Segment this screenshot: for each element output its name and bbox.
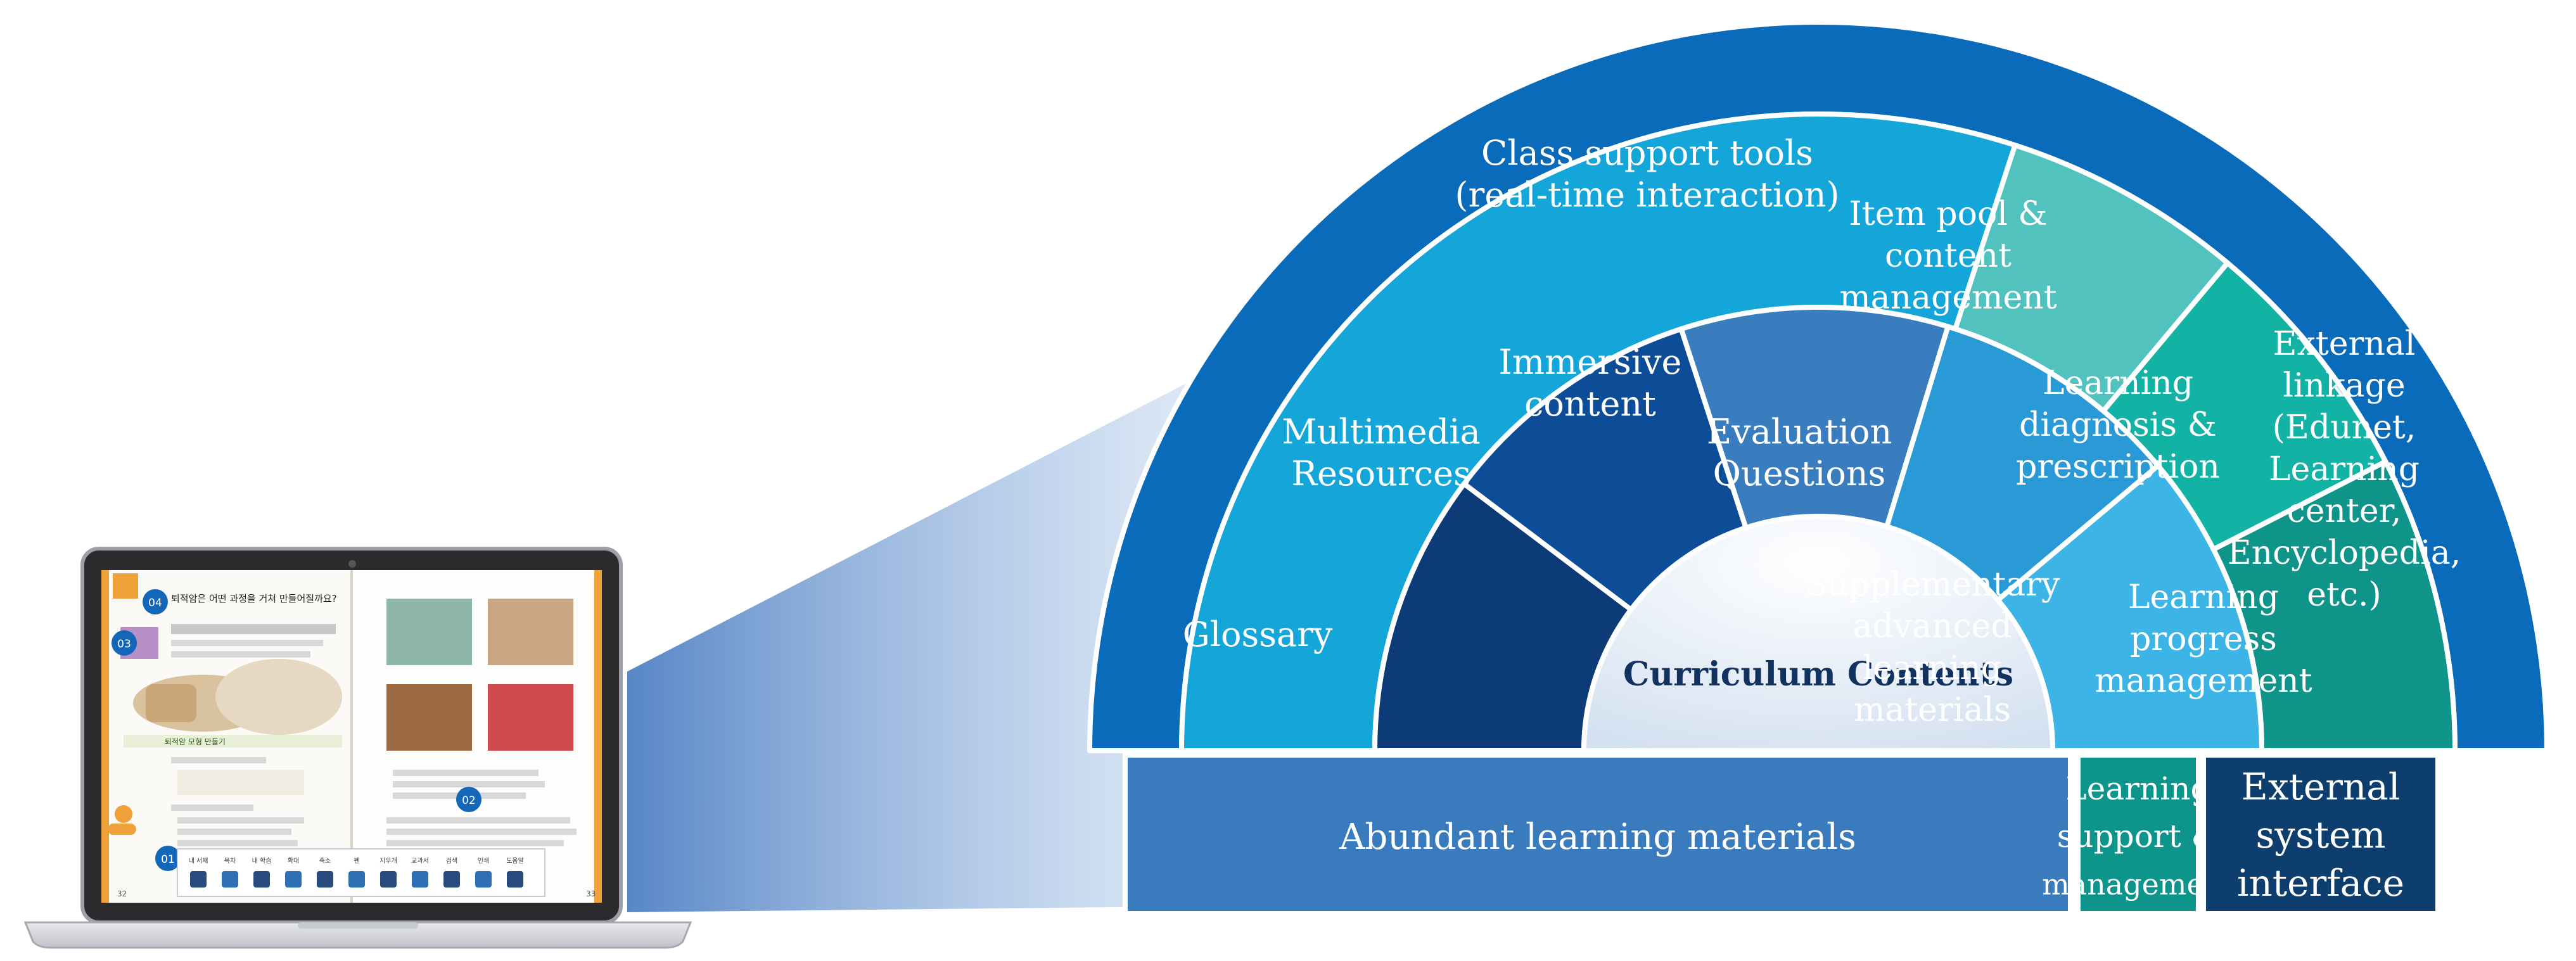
callout-04: 04 [143, 589, 168, 614]
learning-diagnosis-label-line-1: Learning [2043, 364, 2193, 402]
toolbar-icon-5[interactable] [317, 871, 333, 888]
learning-diagnosis-label-line-3: prescription [2016, 448, 2220, 486]
projection-beam [627, 355, 1242, 912]
laptop-base [23, 921, 692, 949]
toolbar-item-label[interactable]: 확대 [288, 857, 299, 865]
curriculum-contents-label: Curriculum Contents [1623, 655, 2013, 694]
curriculum-contents-center [1581, 514, 2056, 753]
learning-support-label-line2: support & [2057, 818, 2219, 855]
external-linkage-label-line-1: External [2273, 325, 2416, 363]
learning-diagnosis-label-line-2: diagnosis & [2019, 406, 2217, 444]
toolbar-item-label[interactable]: 지우개 [379, 857, 397, 865]
item-pool-label-line-1: Item pool & [1849, 195, 2047, 233]
external-system-label-line1: External [2241, 765, 2401, 808]
toolbar-icon-9[interactable] [443, 871, 460, 888]
learning-progress-label-line-3: management [2095, 662, 2312, 700]
supplementary-label-line-2: advanced [1852, 608, 2012, 646]
toolbar-icon-3[interactable] [253, 871, 270, 888]
external-linkage-label-line-6: Encyclopedia, [2228, 534, 2461, 572]
external-linkage-label-line-3: (Edunet, [2273, 409, 2416, 447]
learning-support-label-line1: Learning [2066, 770, 2211, 807]
item-pool-label-line-2: content [1885, 237, 2012, 275]
callout-03: 03 [112, 630, 137, 656]
class-support-label-line-1: Class support tools [1481, 133, 1813, 173]
external-system-label-line3: interface [2237, 862, 2404, 905]
textbook-right-page [386, 599, 577, 846]
evaluation-label-line-2: Questions [1713, 454, 1886, 493]
external-linkage-label-line-2: linkage [2283, 367, 2405, 405]
callout-01: 01 [155, 846, 181, 871]
learning-progress-label-line-1: Learning [2128, 578, 2279, 616]
learning-progress-label-line-2: progress [2130, 620, 2277, 658]
capability-semicircle: Curriculum Contents Glossary MultimediaRes… [1087, 20, 2549, 753]
toolbar-icon-4[interactable] [285, 871, 302, 888]
toolbar-item-label[interactable]: 인쇄 [478, 857, 489, 865]
svg-text:04: 04 [148, 597, 162, 609]
textbook-left-page: 퇴적암은 어떤 과정을 거쳐 만들어질까요? 퇴적암 모형 만들기 [108, 573, 342, 846]
immersive-label-line-1: Immersive [1499, 342, 1682, 382]
glossary-label-line-1: Glossary [1183, 614, 1333, 654]
multimedia-label-line-1: Multimedia [1282, 412, 1481, 452]
laptop: 퇴적암은 어떤 과정을 거쳐 만들어질까요? 퇴적암 모형 만들기 [23, 547, 692, 949]
class-support-label-line-2: (real-time interaction) [1455, 175, 1839, 215]
toolbar-item-label[interactable]: 목차 [224, 857, 236, 865]
page-left-subtitle: 퇴적암 모형 만들기 [165, 737, 226, 746]
external-system-interface-box: External system interface [2201, 753, 2440, 916]
page-number-right: 33 [586, 889, 596, 898]
learning-support-management-box: Learning support & management [2042, 753, 2235, 916]
supplementary-label-line-3: learning [1863, 649, 2002, 687]
evaluation-label-line-1: Evaluation [1707, 412, 1892, 452]
toolbar-icon-6[interactable] [348, 871, 365, 888]
supplementary-label-line-4: materials [1854, 691, 2011, 729]
external-linkage-label-line-4: Learning [2269, 450, 2420, 488]
toolbar-icon-10[interactable] [475, 871, 492, 888]
supplementary-label-line-1: Supplementary [1805, 566, 2060, 604]
immersive-label-line-2: content [1524, 384, 1656, 424]
multimedia-label-line-2: Resources [1291, 454, 1470, 493]
toolbar-icon-2[interactable] [222, 871, 238, 888]
abundant-learning-materials-box: Abundant learning materials [1123, 753, 2073, 916]
page-number-left: 32 [117, 889, 127, 898]
abundant-learning-materials-label: Abundant learning materials [1339, 817, 1856, 858]
toolbar-icon-8[interactable] [412, 871, 428, 888]
toolbar-item-label[interactable]: 내 학습 [252, 857, 272, 865]
toolbar-item-label[interactable]: 축소 [319, 857, 331, 865]
item-pool-label-line-3: management [1839, 279, 2056, 317]
svg-text:02: 02 [462, 794, 476, 807]
external-system-label-line2: system [2256, 813, 2386, 856]
external-linkage-label-line-5: center, [2287, 492, 2402, 530]
external-linkage-label-line-7: etc.) [2307, 576, 2382, 614]
toolbar-item-label[interactable]: 도움말 [506, 857, 524, 865]
callout-02: 02 [456, 787, 481, 812]
toolbar-icon-7[interactable] [380, 871, 397, 888]
page-left-title: 퇴적암은 어떤 과정을 거쳐 만들어질까요? [171, 593, 337, 604]
toolbar-item-label[interactable]: 교과서 [411, 857, 429, 865]
toolbar-item-label[interactable]: 검색 [446, 857, 457, 865]
toolbar-icon-1[interactable] [190, 871, 207, 888]
toolbar-icon-11[interactable] [507, 871, 523, 888]
toolbar-item-label[interactable]: 펜 [354, 857, 359, 865]
textbook-toolbar[interactable]: 내 서재 목차 내 학습 확대 축소 펜 지우개 교과서 검색 인쇄 도움말 [177, 848, 545, 897]
toolbar-item-label[interactable]: 내 서재 [189, 857, 208, 865]
svg-text:03: 03 [117, 638, 131, 651]
svg-text:01: 01 [161, 853, 175, 866]
